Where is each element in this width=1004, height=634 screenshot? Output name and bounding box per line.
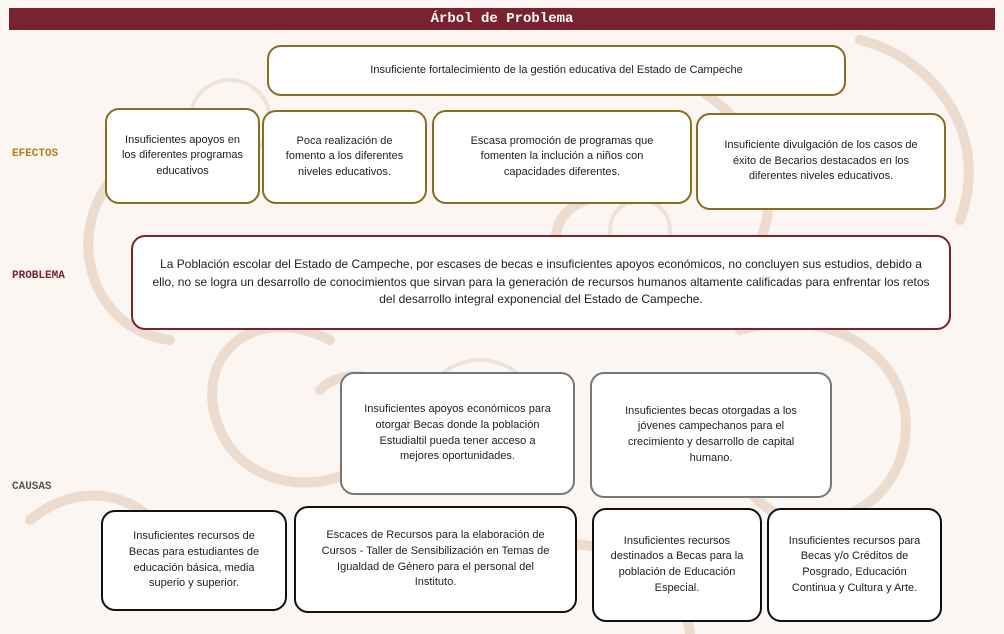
effect-box-4: Insuficiente divulgación de los casos de… <box>696 113 946 210</box>
secondary-cause-box-1: Insuficientes recursos de Becas para est… <box>101 510 287 611</box>
secondary-cause-text-2: Escaces de Recursos para la elaboración … <box>321 529 550 589</box>
effect-text-4: Insuficiente divulgación de los casos de… <box>724 139 918 183</box>
primary-cause-text-2: Insuficientes becas otorgadas a los jóve… <box>625 404 797 464</box>
problem-box: La Población escolar del Estado de Campe… <box>131 235 951 330</box>
secondary-cause-text-1: Insuficientes recursos de Becas para est… <box>128 530 260 590</box>
problem-text: La Población escolar del Estado de Campe… <box>152 257 930 307</box>
primary-cause-text-1: Insuficientes apoyos económicos para oto… <box>364 403 551 463</box>
effect-text-2: Poca realización de fomento a los difere… <box>285 134 404 178</box>
primary-cause-box-2: Insuficientes becas otorgadas a los jóve… <box>590 372 832 498</box>
primary-cause-box-1: Insuficientes apoyos económicos para oto… <box>340 372 575 495</box>
effect-text-3: Escasa promoción de programas que foment… <box>470 134 654 178</box>
efectos-label: EFECTOS <box>12 148 59 160</box>
effect-text-1: Insuficientes apoyos en los diferentes p… <box>121 133 244 177</box>
causas-label: CAUSAS <box>12 481 52 493</box>
secondary-cause-box-4: Insuficientes recursos para Becas y/o Cr… <box>767 508 942 622</box>
effect-box-3: Escasa promoción de programas que foment… <box>432 110 692 204</box>
effect-box-2: Poca realización de fomento a los difere… <box>262 110 427 204</box>
secondary-cause-box-3: Insuficientes recursos destinados a Beca… <box>592 508 762 622</box>
top-effect-box: Insuficiente fortalecimiento de la gesti… <box>267 45 846 96</box>
secondary-cause-text-3: Insuficientes recursos destinados a Beca… <box>610 534 744 594</box>
secondary-cause-text-4: Insuficientes recursos para Becas y/o Cr… <box>788 534 921 594</box>
effect-box-1: Insuficientes apoyos en los diferentes p… <box>105 108 260 204</box>
diagram-title: Árbol de Problema <box>9 8 995 30</box>
problema-label: PROBLEMA <box>12 270 65 282</box>
top-effect-text: Insuficiente fortalecimiento de la gesti… <box>370 63 743 76</box>
secondary-cause-box-2: Escaces de Recursos para la elaboración … <box>294 506 577 613</box>
